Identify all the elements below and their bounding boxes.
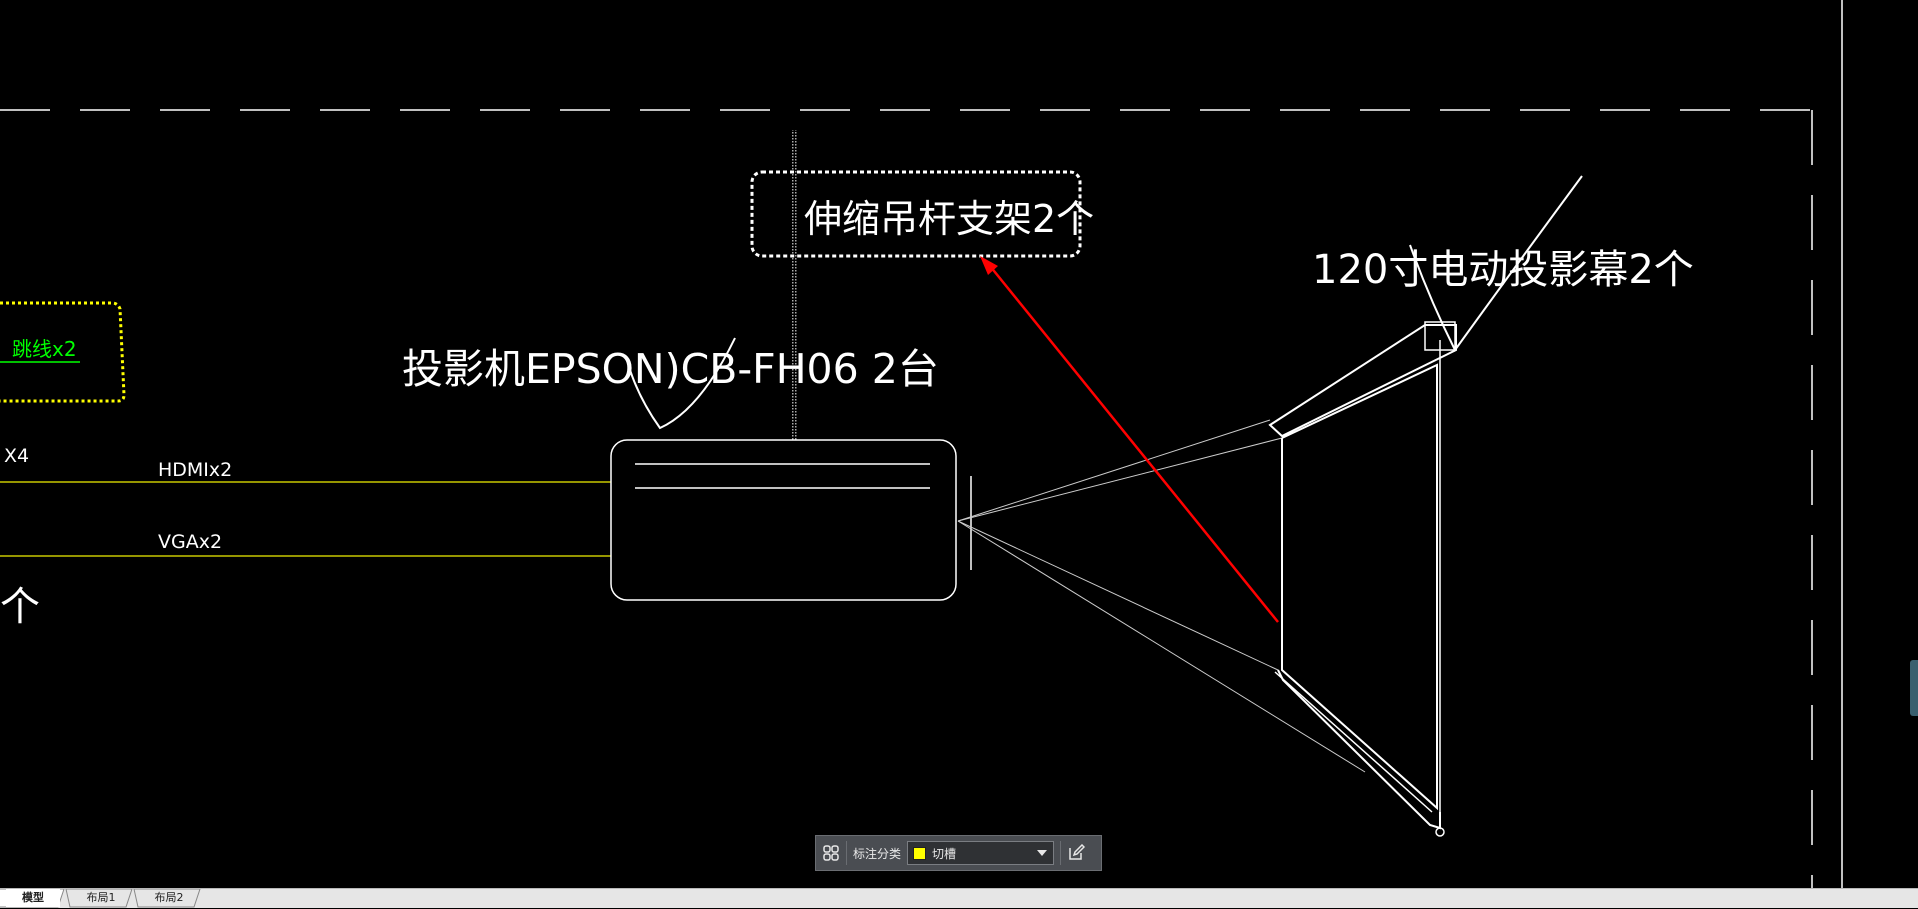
- left-green-label: 跳线x2: [12, 337, 77, 361]
- category-select[interactable]: 切槽: [907, 841, 1055, 865]
- projector-label-text: 投影机EPSON)CB-FH06 2台: [402, 345, 939, 393]
- screen-callout-text: 120寸电动投影幕2个: [1312, 247, 1694, 293]
- edit-icon[interactable]: [1061, 836, 1091, 870]
- left-revision-cloud: [0, 301, 126, 403]
- check-mark-projector: [629, 337, 736, 430]
- toolbar-separator: [1060, 841, 1062, 865]
- bracket-callout-text: 伸缩吊杆支架2个: [804, 197, 1094, 241]
- bracket-callout-cloud: [750, 170, 1082, 258]
- screen-pull-line: [1274, 671, 1433, 813]
- vga-label: VGAx2: [158, 531, 222, 553]
- check-mark-screen: [1409, 175, 1583, 352]
- screen-pull-handle: [1435, 827, 1445, 837]
- left-x4-label: X4: [4, 445, 29, 467]
- red-leader-arrowhead: [980, 256, 998, 275]
- annotation-toolbar: 标注分类 切槽: [815, 835, 1102, 871]
- category-label: 标注分类: [853, 846, 902, 861]
- grid-icon[interactable]: [816, 836, 846, 870]
- cad-model-space[interactable]: 跳线x2 X4 个 HDMIx2 VGAx2 伸缩吊杆支架2个: [0, 0, 1918, 888]
- red-leader-line: [989, 265, 1279, 623]
- category-selected-value: 切槽: [932, 846, 957, 861]
- hdmi-label: HDMIx2: [158, 459, 232, 481]
- tab-layout1[interactable]: 布局1: [86, 891, 116, 904]
- beam-line-2: [957, 437, 1283, 522]
- layout-tab-strip: 模型 布局1 布局2: [0, 888, 1918, 908]
- tab-layout2[interactable]: 布局2: [154, 891, 184, 904]
- category-color-swatch: [913, 846, 927, 860]
- projector-body[interactable]: [610, 439, 957, 601]
- beam-line-3: [957, 520, 1279, 671]
- tab-model[interactable]: 模型: [6, 889, 60, 907]
- cad-drawing[interactable]: 跳线x2 X4 个 HDMIx2 VGAx2 伸缩吊杆支架2个: [0, 0, 1918, 888]
- screen-housing-cap: [1424, 321, 1456, 351]
- beam-line-4: [957, 520, 1366, 773]
- suspension-pole: [791, 130, 798, 440]
- projection-screen[interactable]: [1268, 324, 1457, 830]
- left-ge-label: 个: [0, 584, 40, 630]
- beam-line-1: [957, 419, 1271, 522]
- side-panel-handle[interactable]: [1910, 660, 1918, 716]
- toolbar-separator: [846, 841, 847, 865]
- chevron-down-icon: [1037, 850, 1048, 856]
